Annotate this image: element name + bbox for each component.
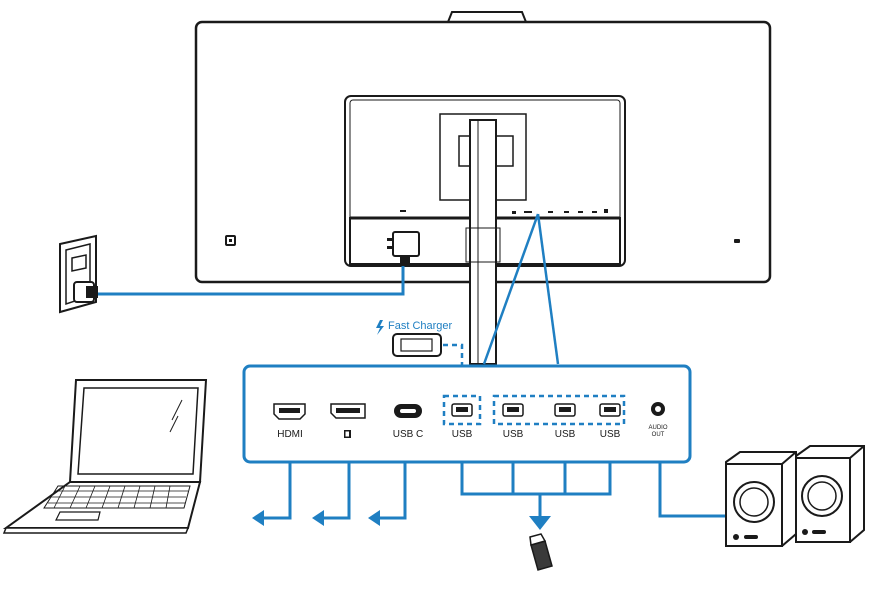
usb-port-4: USB	[599, 403, 621, 440]
monitor-stand	[469, 119, 497, 365]
fast-charger: Fast Charger	[376, 320, 464, 396]
lightning-icon	[376, 320, 384, 335]
usb-c-label: USB C	[393, 429, 424, 440]
displayport-port	[330, 403, 366, 438]
usb-hub-connector	[460, 462, 612, 520]
monitor-power-plug	[387, 231, 420, 266]
arrow-left-icon	[252, 510, 380, 526]
power-cable	[98, 266, 405, 296]
wall-outlet-icon	[59, 234, 98, 314]
arrow-down-icon	[529, 516, 551, 530]
speaker-right	[795, 445, 865, 543]
usb-port-2-label: USB	[503, 429, 524, 440]
audio-out-label-line2: OUT	[652, 432, 665, 438]
audio-out-port: AUDIO OUT	[648, 402, 668, 438]
usb-hub-frame	[492, 394, 626, 426]
monitor-icon: ◈	[194, 11, 772, 365]
usb-port-4-label: USB	[600, 429, 621, 440]
webcam	[446, 11, 528, 23]
hdmi-port: HDMI	[273, 403, 306, 440]
speakers-icon	[725, 445, 865, 547]
usb-port-3-label: USB	[555, 429, 576, 440]
hdmi-label: HDMI	[277, 429, 303, 440]
usb-port-3: USB	[554, 403, 576, 440]
fast-charge-usb-frame	[442, 394, 482, 426]
usb-port-1-label: USB	[452, 429, 473, 440]
speaker-left	[725, 451, 797, 547]
fast-charger-label: Fast Charger	[388, 320, 453, 332]
displayport-logo-icon	[344, 430, 351, 438]
audio-out-label-line1: AUDIO	[648, 425, 667, 431]
usb-port-2: USB	[502, 403, 524, 440]
phone-icon	[392, 333, 442, 357]
port-panel: HDMI USB C USB USB	[242, 364, 692, 464]
laptop-icon	[2, 379, 208, 534]
audio-cable	[658, 462, 730, 518]
usb-port-1: USB	[451, 403, 473, 440]
fast-charger-cable	[443, 343, 464, 396]
usb-flash-drive-icon	[529, 533, 553, 571]
usb-c-port: USB C	[393, 404, 424, 440]
video-output-connectors	[262, 462, 407, 520]
